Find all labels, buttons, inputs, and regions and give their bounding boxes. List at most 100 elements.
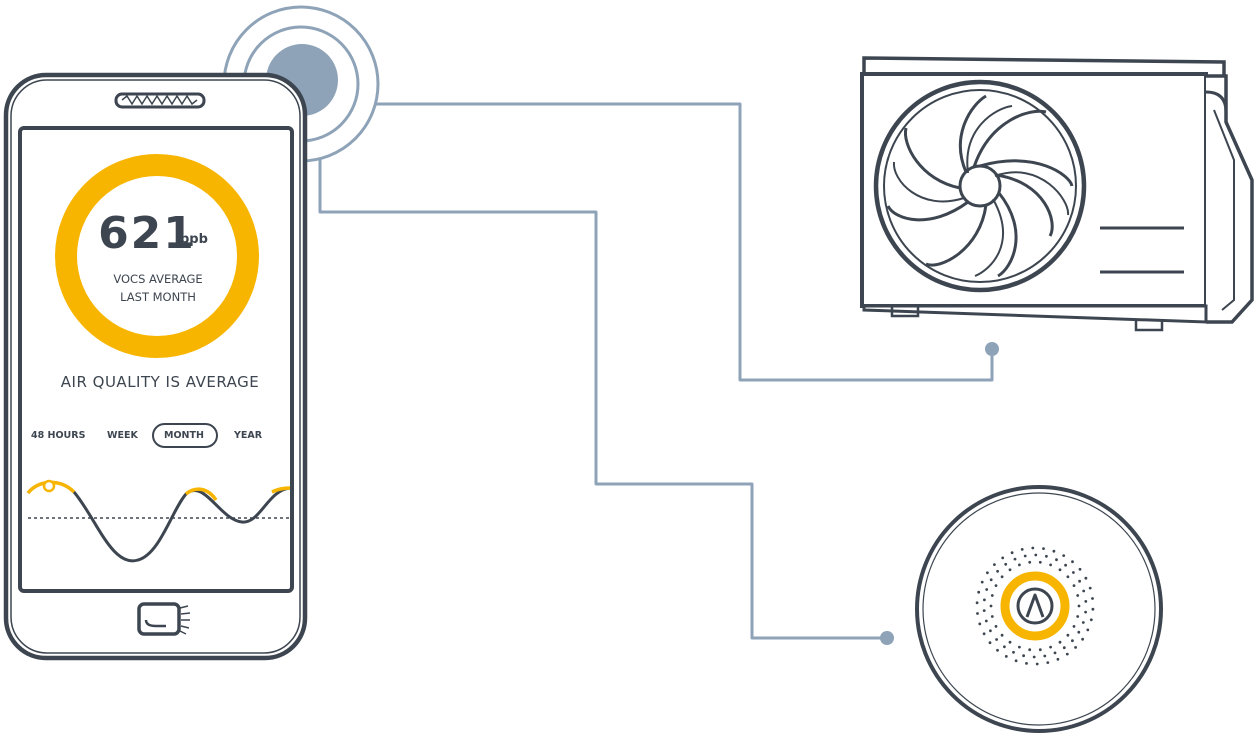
fan-icon	[873, 79, 1087, 293]
sensor-dot	[978, 622, 982, 626]
sensor-dot	[1065, 652, 1069, 656]
sensor-dot	[982, 632, 986, 636]
sensor-dot	[1077, 604, 1081, 608]
tab-month[interactable]: MONTH	[164, 430, 204, 441]
tab-48-hours[interactable]: 48 HOURS	[31, 430, 86, 441]
sensor-dot	[1084, 600, 1088, 603]
sensor-dot	[1045, 554, 1048, 558]
air-quality-sensor	[915, 485, 1163, 733]
sensor-dot	[1028, 560, 1032, 564]
sensor-dot	[983, 598, 986, 602]
sensor-dot	[1088, 586, 1092, 590]
sensor-dot	[988, 641, 992, 645]
sensor-dot	[1012, 650, 1015, 654]
sensor-dot	[1082, 589, 1086, 593]
sensor-dot	[1000, 633, 1004, 637]
sensor-dot	[1077, 630, 1081, 634]
sensor-dot	[977, 590, 981, 594]
trend-line-peak-3	[271, 486, 291, 494]
sensor-dot	[989, 578, 993, 582]
sensor-dot	[982, 609, 986, 612]
sensor-dot	[1078, 567, 1082, 571]
sensor-dot	[1071, 639, 1074, 643]
tab-year[interactable]: YEAR	[234, 430, 263, 441]
sensor-dot	[1038, 648, 1042, 652]
sensor-dot	[1035, 662, 1039, 666]
sensor-dot	[1022, 654, 1025, 658]
vocs-reading-value: 621	[98, 208, 196, 259]
sensor-dot	[994, 584, 998, 587]
sensor-dot	[1055, 558, 1058, 562]
sensor-dot	[995, 638, 998, 641]
sensor-dot	[1076, 615, 1080, 618]
sensor-dot	[1074, 646, 1077, 649]
air-quality-status: AIR QUALITY IS AVERAGE	[60, 373, 260, 391]
sensor-dot	[1091, 607, 1095, 611]
sensor-dot	[1008, 640, 1012, 644]
sensor-dot	[1056, 657, 1060, 661]
sensor-dot	[1043, 654, 1047, 658]
sensor-dot	[1081, 621, 1085, 624]
sensor-dot	[1032, 655, 1036, 659]
sensor-dot	[1076, 594, 1080, 597]
sensor-dot	[976, 612, 979, 615]
vocs-reading-unit: ppb	[180, 232, 208, 247]
sensor-dot	[1014, 659, 1018, 663]
sensor-dot	[975, 601, 979, 605]
sensor-dot	[1010, 551, 1014, 555]
sensor-dot	[1089, 618, 1093, 622]
phone-speaker-icon	[114, 92, 206, 109]
sensor-dot	[1042, 547, 1045, 550]
sensor-dot	[986, 571, 989, 575]
sensor-dot	[984, 619, 988, 623]
sensor-dot	[994, 625, 998, 628]
vocs-trend-chart	[26, 479, 291, 563]
sensor-dot	[1028, 648, 1032, 652]
sensor-dot	[1072, 584, 1076, 587]
phone	[3, 72, 308, 661]
vocs-gauge-ring	[55, 154, 259, 358]
sensor-dot	[1071, 560, 1074, 564]
month-tab-outline	[152, 423, 218, 448]
sensor-dot	[1034, 553, 1038, 557]
sensor-dot	[1084, 576, 1088, 580]
sensor-dot	[1038, 560, 1042, 564]
sensor-dot	[1066, 575, 1070, 579]
sensor-dot-pattern	[975, 546, 1095, 666]
sensor-dot	[1072, 625, 1076, 628]
sensor-dot	[1064, 563, 1067, 567]
sensor-dot	[1084, 610, 1087, 614]
current-point-marker	[42, 479, 56, 493]
sensor-dot	[1052, 549, 1056, 553]
sensor-dot	[1058, 568, 1062, 572]
sensor-dot	[990, 594, 994, 597]
sensor-dot	[1062, 646, 1066, 650]
sensor-dot	[989, 604, 993, 608]
home-button-icon	[137, 602, 191, 636]
sensor-dot	[985, 588, 989, 591]
sensor-dot	[1049, 645, 1052, 649]
tab-week[interactable]: WEEK	[107, 430, 138, 441]
wire-to-ac-endpoint	[985, 342, 999, 356]
sensor-dot	[993, 563, 996, 566]
wire-to-sensor	[318, 158, 888, 640]
wire-to-sensor-endpoint	[880, 631, 894, 645]
sensor-dot	[1003, 645, 1006, 649]
sensor-dot	[1013, 557, 1017, 561]
sensor-dot	[1081, 637, 1084, 641]
sensor-dot	[1004, 562, 1008, 566]
sensor-dot	[1086, 628, 1090, 632]
sensor-dot	[1018, 563, 1021, 567]
air-conditioner-unit	[860, 56, 1254, 332]
sensor-dot	[1058, 640, 1062, 644]
sensor-dot	[1053, 651, 1057, 655]
sensor-dot	[1031, 546, 1035, 550]
sensor-dot	[996, 648, 999, 652]
vocs-caption-line2: LAST MONTH	[120, 290, 196, 304]
sensor-dot	[989, 629, 992, 633]
sensor-dot	[1004, 655, 1008, 658]
sensor-dot	[1091, 597, 1094, 600]
sensor-dot	[1066, 633, 1070, 637]
sensor-dot	[1046, 661, 1050, 664]
sensor-dot	[996, 569, 999, 573]
